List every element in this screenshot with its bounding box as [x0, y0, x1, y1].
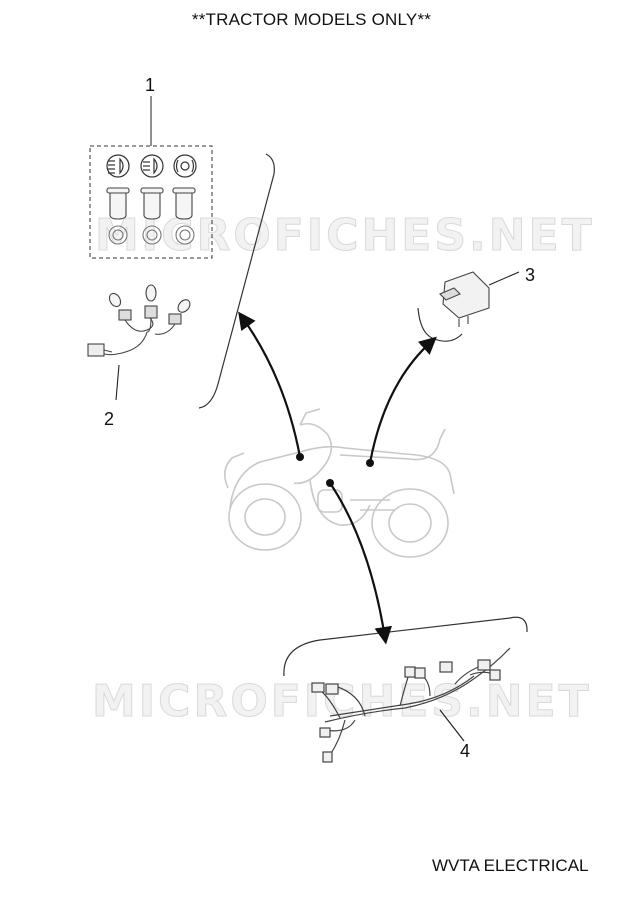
bulb-3 [172, 187, 196, 220]
part-1-dashed-box [89, 145, 213, 259]
atv-vehicle [224, 408, 455, 558]
socket-2 [142, 225, 162, 245]
callout-4[interactable]: 4 [460, 741, 471, 761]
arrow-to-part-1-2 [238, 311, 302, 458]
socket-3 [175, 225, 195, 245]
group-brackets [198, 153, 528, 677]
connection-dots [296, 453, 374, 487]
callout-3[interactable]: 3 [525, 265, 536, 285]
position-lamp-icon [173, 154, 197, 178]
relay-group[interactable] [439, 271, 520, 327]
main-harness-group[interactable] [311, 647, 511, 763]
socket-1 [108, 225, 128, 245]
bulb-kit-group[interactable] [89, 96, 213, 259]
footer-label: WVTA ELECTRICAL [432, 856, 589, 875]
callout-2[interactable]: 2 [104, 409, 115, 429]
headlight-high-icon [140, 154, 164, 178]
bracket-harness [283, 616, 528, 677]
page-title: **TRACTOR MODELS ONLY** [191, 10, 432, 29]
connection-arrows [238, 311, 437, 645]
headlight-harness-group[interactable] [87, 284, 192, 401]
callout-1[interactable]: 1 [145, 75, 156, 95]
bulb-1 [106, 187, 130, 220]
headlight-low-icon [106, 154, 130, 178]
arrow-to-part-3 [368, 336, 437, 464]
bracket-left [198, 153, 275, 409]
bulb-2 [140, 187, 164, 220]
arrow-to-part-4 [329, 482, 392, 645]
